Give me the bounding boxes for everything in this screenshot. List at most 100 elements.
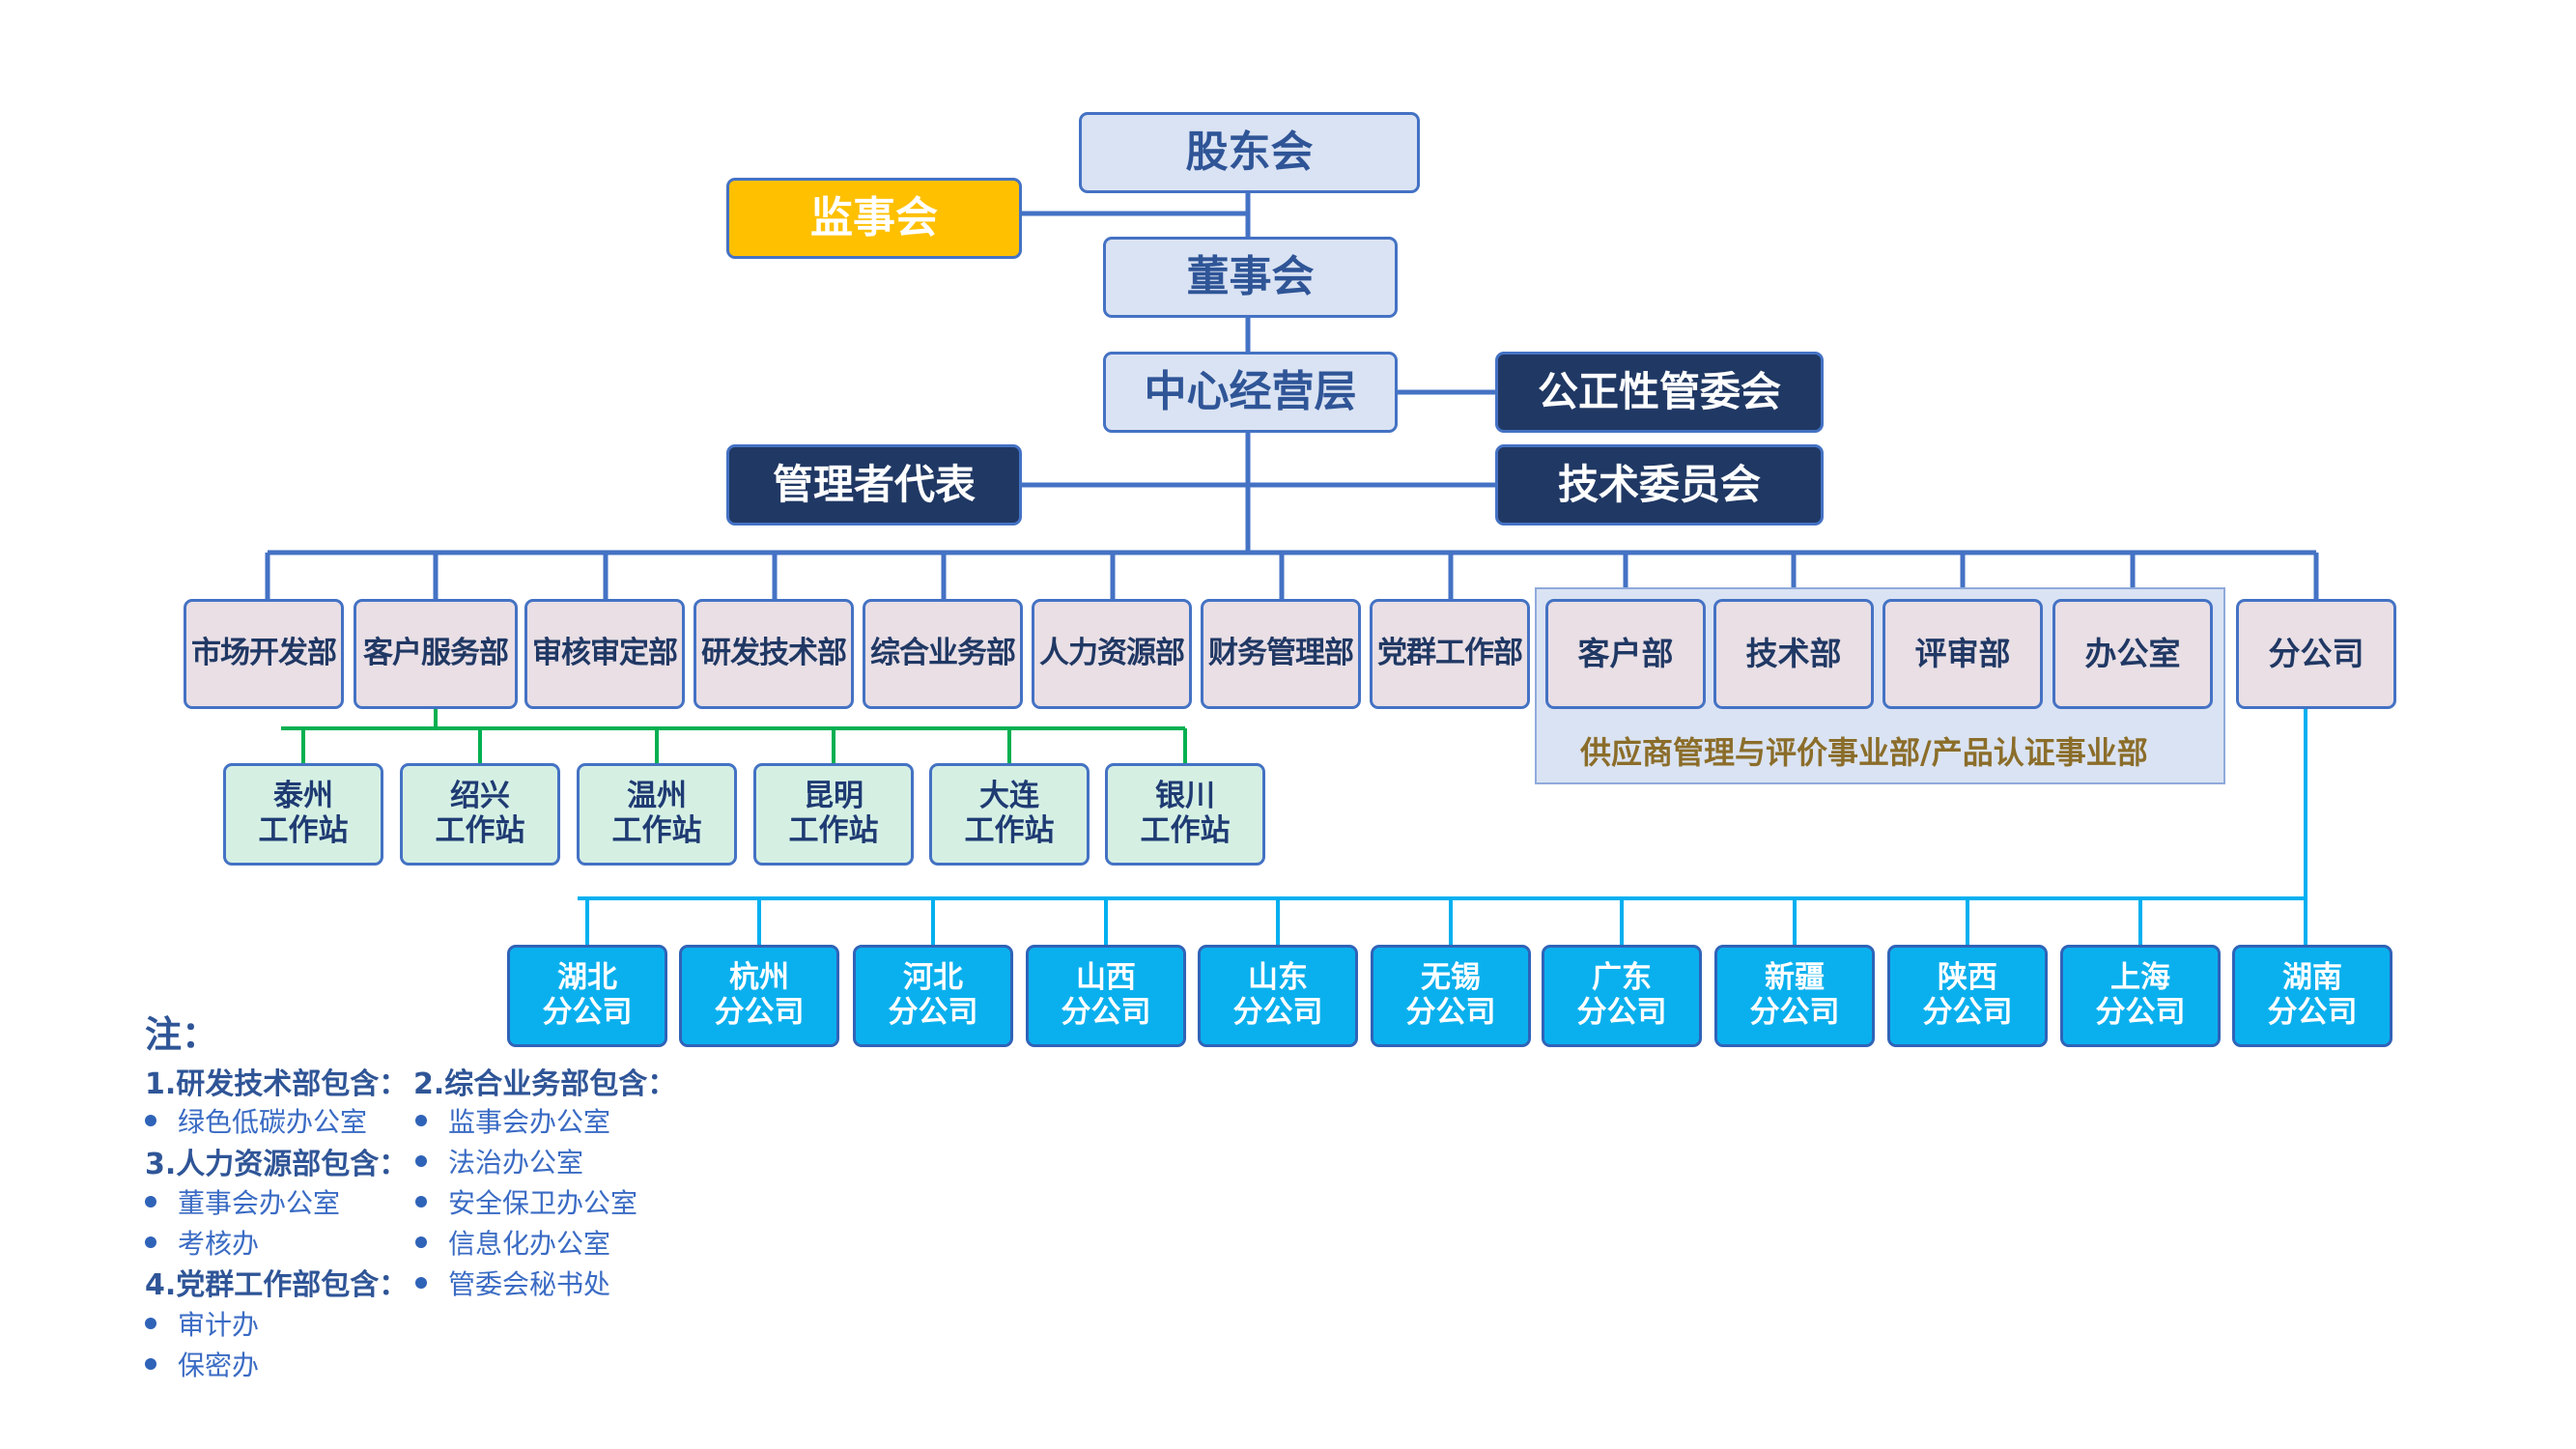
notes-title: 注： (145, 1013, 219, 1056)
dept-customer-service: 客户服务部 (354, 599, 518, 709)
branch-suffix: 分公司 (1576, 995, 1667, 1030)
dept-finance: 财务管理部 (1201, 599, 1361, 709)
management-representative-box: 管理者代表 (726, 444, 1022, 526)
station-name: 绍兴 (450, 779, 510, 814)
branch-hubei: 湖北 分公司 (507, 945, 667, 1047)
branch-wuxi: 无锡 分公司 (1371, 945, 1531, 1047)
branch-name: 广东 (1592, 960, 1652, 996)
branch-suffix: 分公司 (2095, 995, 2186, 1030)
branch-shaanxi: 陕西 分公司 (1887, 945, 2048, 1047)
bullet-dot-icon (145, 1115, 156, 1126)
bullet-dot-icon (145, 1358, 156, 1370)
note-item-text: 审计办 (178, 1309, 260, 1341)
note-item: 法治办公室 (415, 1142, 583, 1180)
note-item-text: 董事会办公室 (178, 1187, 341, 1219)
note-heading: 4.党群工作部包含： (145, 1268, 409, 1302)
dept-branch-companies: 分公司 (2236, 599, 2396, 709)
branch-xinjiang: 新疆 分公司 (1714, 945, 1875, 1047)
note-item: 绿色低碳办公室 (145, 1101, 367, 1140)
branch-name: 河北 (903, 960, 963, 996)
branch-suffix: 分公司 (1749, 995, 1840, 1030)
dept-party-affairs: 党群工作部 (1370, 599, 1530, 709)
branch-name: 无锡 (1421, 960, 1481, 996)
station-dalian: 大连 工作站 (929, 763, 1090, 866)
branch-shanghai: 上海 分公司 (2060, 945, 2221, 1047)
branch-guangdong: 广东 分公司 (1542, 945, 1702, 1047)
note-item-text: 保密办 (178, 1350, 260, 1381)
board-box: 董事会 (1103, 237, 1398, 318)
branch-suffix: 分公司 (1061, 995, 1151, 1030)
branch-name: 山东 (1248, 960, 1308, 996)
note-item: 考核办 (145, 1223, 259, 1262)
supervisors-box: 监事会 (726, 178, 1022, 259)
note-heading: 3.人力资源部包含： (145, 1148, 409, 1181)
branch-suffix: 分公司 (1232, 995, 1323, 1030)
branch-name: 湖北 (557, 960, 617, 996)
shareholders-box: 股东会 (1079, 112, 1420, 193)
branch-hangzhou: 杭州 分公司 (679, 945, 839, 1047)
note-item-text: 安全保卫办公室 (448, 1187, 638, 1219)
station-name: 昆明 (804, 779, 863, 814)
station-wenzhou: 温州 工作站 (577, 763, 737, 866)
note-item-text: 管委会秘书处 (448, 1268, 611, 1300)
branch-hebei: 河北 分公司 (853, 945, 1013, 1047)
note-item-text: 考核办 (178, 1228, 260, 1260)
dept-human-resources: 人力资源部 (1032, 599, 1192, 709)
branch-name: 杭州 (729, 960, 789, 996)
note-item: 审计办 (145, 1304, 259, 1343)
note-item-text: 信息化办公室 (448, 1228, 611, 1260)
branch-suffix: 分公司 (888, 995, 978, 1030)
branch-suffix: 分公司 (1405, 995, 1496, 1030)
station-suffix: 工作站 (435, 813, 525, 848)
bullet-dot-icon (415, 1155, 427, 1167)
dept-market-development: 市场开发部 (184, 599, 344, 709)
branch-shandong: 山东 分公司 (1198, 945, 1358, 1047)
note-item: 安全保卫办公室 (415, 1182, 637, 1221)
technical-committee-box: 技术委员会 (1495, 444, 1824, 526)
station-suffix: 工作站 (611, 813, 702, 848)
branch-name: 陕西 (1938, 960, 1997, 996)
station-suffix: 工作站 (788, 813, 879, 848)
station-shaoxing: 绍兴 工作站 (400, 763, 560, 866)
station-suffix: 工作站 (1140, 813, 1231, 848)
station-name: 银川 (1155, 779, 1215, 814)
note-item: 监事会办公室 (415, 1101, 610, 1140)
note-heading: 1.研发技术部包含： (145, 1067, 409, 1101)
branch-name: 山西 (1076, 960, 1136, 996)
bullet-dot-icon (415, 1115, 427, 1126)
dept-general-business: 综合业务部 (863, 599, 1023, 709)
branch-suffix: 分公司 (714, 995, 805, 1030)
branch-suffix: 分公司 (2267, 995, 2358, 1030)
station-name: 温州 (627, 779, 687, 814)
note-heading: 2.综合业务部包含： (413, 1067, 677, 1101)
bullet-dot-icon (415, 1277, 427, 1289)
note-item: 保密办 (145, 1345, 259, 1383)
branch-suffix: 分公司 (1922, 995, 2013, 1030)
station-yinchuan: 银川 工作站 (1105, 763, 1265, 866)
note-item-text: 绿色低碳办公室 (178, 1106, 368, 1138)
note-item: 信息化办公室 (415, 1223, 610, 1262)
supplier-division-label: 供应商管理与评价事业部/产品认证事业部 (1580, 734, 2148, 771)
supplier-unit-office: 办公室 (2052, 599, 2213, 709)
branch-suffix: 分公司 (542, 995, 633, 1030)
branch-name: 上海 (2110, 960, 2170, 996)
bullet-dot-icon (415, 1236, 427, 1248)
bullet-dot-icon (415, 1196, 427, 1208)
station-taizhou: 泰州 工作站 (223, 763, 383, 866)
supplier-unit-customer: 客户部 (1545, 599, 1706, 709)
station-suffix: 工作站 (258, 813, 349, 848)
station-suffix: 工作站 (964, 813, 1055, 848)
dept-rd-technology: 研发技术部 (694, 599, 854, 709)
management-box: 中心经营层 (1103, 352, 1398, 433)
note-item-text: 法治办公室 (448, 1147, 584, 1179)
branch-name: 新疆 (1765, 960, 1825, 996)
station-kunming: 昆明 工作站 (753, 763, 914, 866)
supplier-unit-review: 评审部 (1882, 599, 2043, 709)
branch-hunan: 湖南 分公司 (2232, 945, 2392, 1047)
station-name: 大连 (979, 779, 1039, 814)
bullet-dot-icon (145, 1236, 156, 1248)
note-item: 董事会办公室 (145, 1182, 340, 1221)
note-item: 管委会秘书处 (415, 1264, 610, 1302)
supplier-unit-technical: 技术部 (1713, 599, 1874, 709)
